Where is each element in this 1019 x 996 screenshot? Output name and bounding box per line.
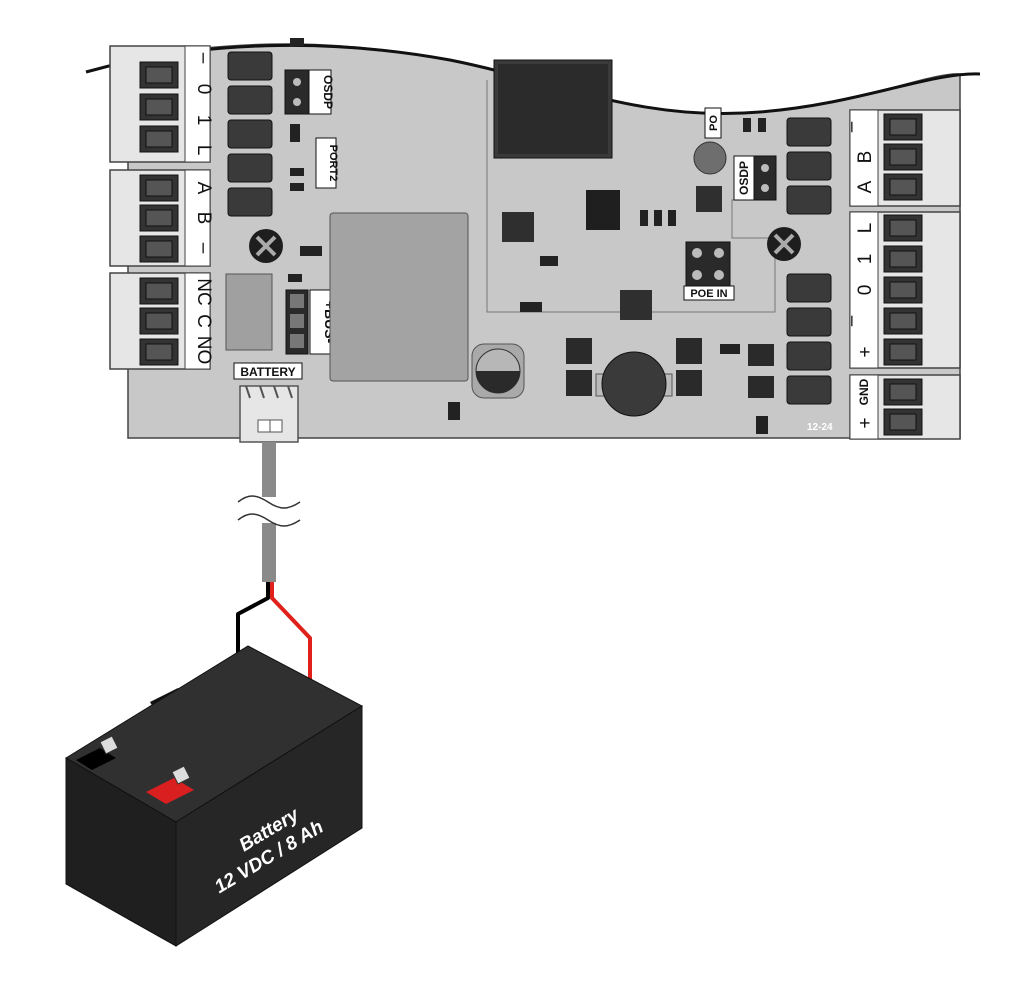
osdp-header-right: OSDP: [733, 155, 777, 201]
poe-in-label: POE IN: [690, 288, 727, 300]
right-pin-label: B: [855, 151, 876, 164]
right-pin-label: –: [841, 121, 862, 132]
small-smd-left: [288, 38, 322, 282]
battery: Battery 12 VDC / 8 Ah: [65, 645, 364, 947]
mounting-screw-left: [249, 229, 283, 263]
left-pin-label: A: [193, 182, 214, 195]
port2-label-box: PORT2: [315, 137, 339, 189]
po-label-box: PO: [704, 107, 722, 139]
components-right-column: [786, 117, 832, 405]
ic-small-1: [696, 186, 722, 212]
board-revision: 12-24: [807, 422, 833, 433]
right-terminal-block-3: GND +: [849, 374, 961, 440]
osdp-right-label: OSDP: [737, 161, 751, 195]
osdp-left-label: OSDP: [321, 75, 335, 109]
right-pin-label: 1: [855, 254, 876, 265]
right-pin-label: –: [841, 315, 862, 326]
left-terminal-block-1: – 0 1 L: [109, 45, 214, 163]
poe-header: POE IN: [683, 241, 735, 301]
left-pin-label: L: [193, 145, 214, 156]
shield-can: [329, 212, 469, 382]
right-pin-label: 0: [855, 285, 876, 296]
power-smd: [566, 338, 774, 398]
right-pin-label: L: [855, 223, 876, 234]
left-pin-label: NO: [193, 336, 214, 365]
port2-label: PORT2: [327, 145, 339, 182]
ic-small-3: [586, 190, 620, 230]
right-pin-label: A: [855, 180, 876, 193]
left-terminal-block-3: NC C NO: [109, 272, 214, 370]
battery-connector-label-box: BATTERY: [233, 362, 303, 380]
left-pin-label: 1: [193, 115, 214, 126]
right-pin-label: +: [855, 417, 876, 428]
left-pin-label: C: [193, 314, 214, 328]
battery-positive-terminal: [146, 778, 194, 804]
coin-cell-holder: [471, 343, 525, 399]
osdp-header-left: OSDP: [284, 69, 335, 115]
main-processor: [493, 59, 613, 159]
negative-terminal-clip: [99, 735, 119, 755]
right-terminal-block-1: – B A: [841, 109, 961, 207]
po-label: PO: [708, 115, 720, 131]
gnd-label: GND: [857, 378, 871, 405]
inductor: [595, 351, 673, 417]
battery-jst-connector: [239, 385, 299, 443]
battery-connector-label: BATTERY: [240, 365, 295, 379]
small-smd-center: [448, 118, 768, 434]
ic-small-4: [620, 290, 652, 320]
battery-cable: [237, 442, 301, 582]
right-pin-label: +: [855, 346, 876, 357]
left-pin-label: –: [193, 243, 214, 254]
left-pin-label: –: [193, 53, 214, 64]
ic-small-2: [502, 212, 534, 242]
positive-terminal-clip: [171, 765, 191, 785]
left-terminal-block-2: A B –: [109, 169, 214, 267]
left-pin-label: NC: [193, 278, 214, 305]
relay-block: [225, 273, 273, 351]
right-terminal-block-2: L 1 0 – +: [841, 211, 961, 369]
components-left-column: [227, 51, 273, 217]
left-pin-label: B: [193, 212, 214, 225]
mounting-screw-right: [767, 227, 801, 261]
buzzer: [693, 141, 727, 175]
left-pin-label: 0: [193, 84, 214, 95]
battery-side: [175, 705, 363, 947]
